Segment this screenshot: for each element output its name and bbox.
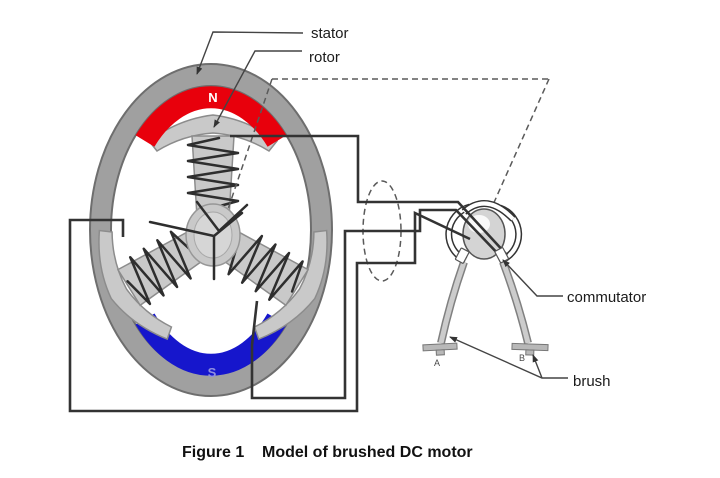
figure-caption-title: Model of brushed DC motor — [262, 444, 473, 461]
shaft-dashed-right-line — [491, 78, 550, 208]
rotor-label: rotor — [309, 49, 340, 66]
wire-top-coil — [230, 134, 508, 256]
stator-leader-line — [196, 31, 304, 75]
wire-outer-loop — [68, 210, 471, 413]
brush-leader-line-right — [532, 354, 543, 379]
brush-contact-left — [454, 247, 470, 264]
brush-leg-left — [438, 261, 467, 344]
rotor-winding-junction-wires — [148, 200, 249, 281]
brush-label: brush — [573, 373, 611, 390]
brush-leader-line-left — [449, 336, 568, 379]
brush-foot-right — [511, 342, 549, 356]
figure-caption-number: Figure 1 — [182, 444, 244, 461]
brush-leg-right — [500, 261, 531, 344]
commutator-segment-top-core — [462, 201, 515, 221]
brush-assembly: A B — [422, 247, 549, 368]
commutator-leader-line — [502, 259, 563, 297]
brush-terminal-a-label: A — [434, 358, 440, 368]
north-magnet-arc — [135, 86, 287, 147]
brush-terminal-b-label: B — [519, 353, 525, 363]
north-magnet-label: N — [208, 90, 217, 105]
wire-inner-loop — [250, 208, 504, 400]
brush-foot-left — [422, 342, 458, 356]
rotor-leader-line — [213, 50, 302, 128]
stator-label: stator — [311, 25, 349, 42]
south-magnet-arc — [135, 313, 287, 376]
commutator-label: commutator — [567, 289, 646, 306]
shaft-dashed-left-line — [223, 78, 273, 222]
south-magnet-label: S — [208, 365, 217, 380]
